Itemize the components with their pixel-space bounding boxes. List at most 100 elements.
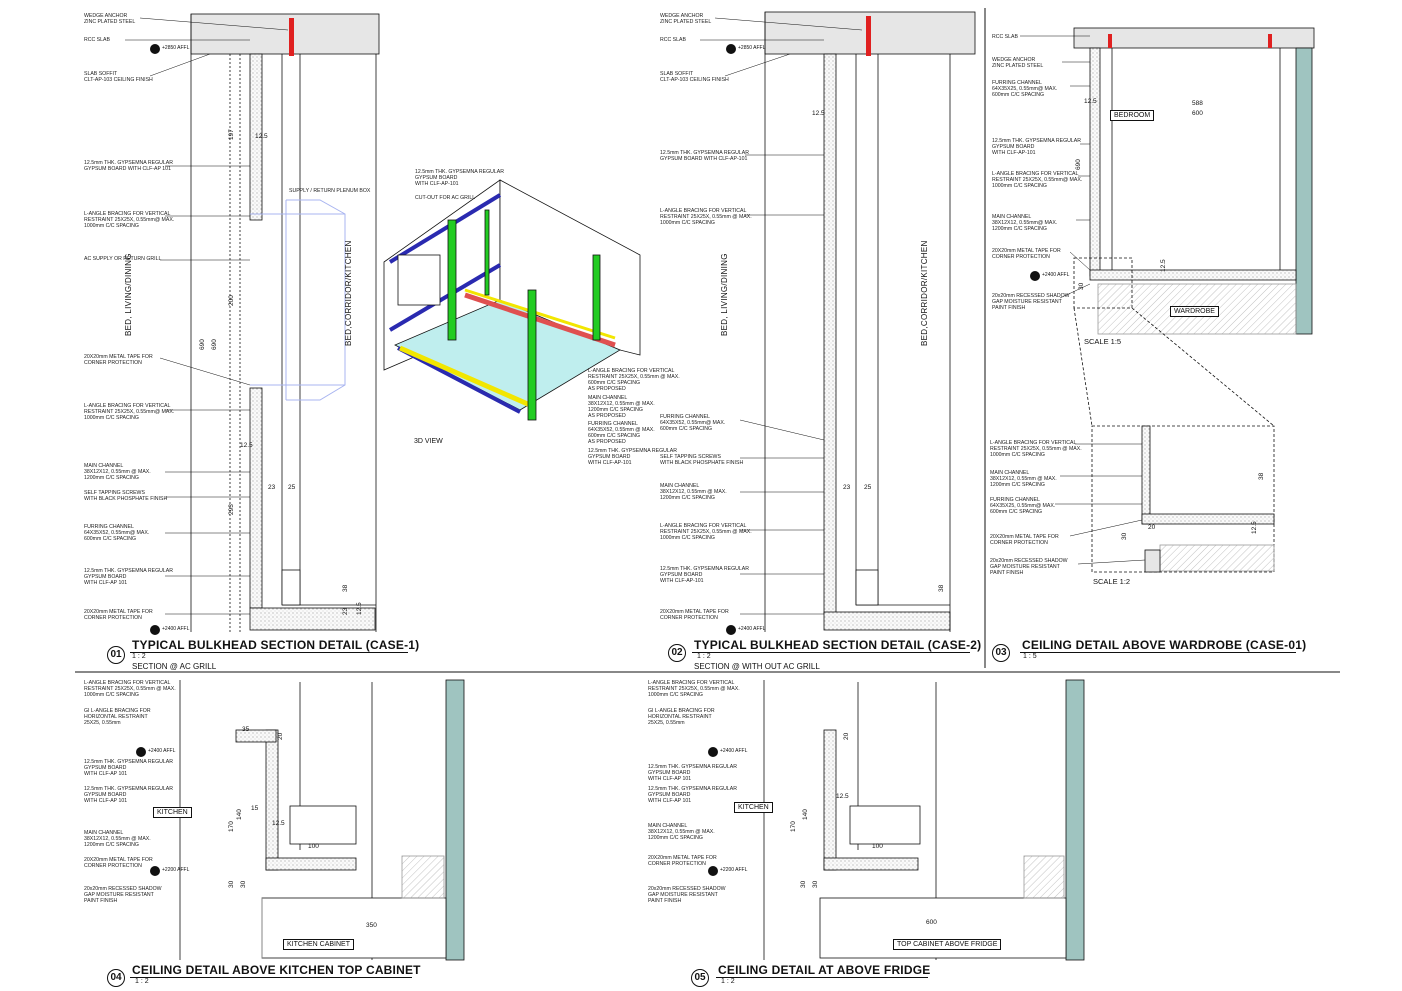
- d4-level-bottom: +2200 AFFL: [162, 867, 190, 873]
- d1-label-gypsum-board-2: 12.5mm THK. GYPSEMNA REGULAR GYPSUM BOAR…: [84, 568, 173, 586]
- d2-label-rcc-slab: RCC SLAB: [660, 37, 686, 43]
- d1-label-screws: SELF TAPPING SCREWS WITH BLACK PHOSPHATE…: [84, 490, 168, 502]
- d4-cabinet: KITCHEN CABINET: [283, 939, 355, 950]
- d2-label-gypsum-board: 12.5mm THK. GYPSEMNA REGULAR GYPSUM BOAR…: [660, 150, 749, 162]
- d5-label-gypsum-1: 12.5mm THK. GYPSEMNA REGULAR GYPSUM BOAR…: [648, 764, 737, 782]
- d3-enlarged-l-angle: L-ANGLE BRACING FOR VERTICAL RESTRAINT 2…: [990, 440, 1082, 458]
- d1-label-l-angle-1: L-ANGLE BRACING FOR VERTICAL RESTRAINT 2…: [84, 211, 175, 229]
- title-underline: [716, 977, 928, 978]
- d5-dim: 30: [800, 880, 807, 888]
- d5-label-gi-angle: GI L-ANGLE BRACING FOR HORIZONTAL RESTRA…: [648, 708, 715, 726]
- d2-label-metal-tape: 20X20mm METAL TAPE FOR CORNER PROTECTION: [660, 609, 729, 621]
- d5-dim: 170: [790, 821, 797, 832]
- d1-right-room: BED,CORRIDOR/KITCHEN: [344, 240, 353, 346]
- d1-dim: 12.5: [356, 602, 363, 615]
- d5-label-metal-tape: 20X20mm METAL TAPE FOR CORNER PROTECTION: [648, 855, 717, 867]
- d3-label-furring: FURRING CHANNEL 64X35X25, 0.55mm@ MAX. 6…: [992, 80, 1058, 98]
- d2-level-top: +2850 AFFL: [738, 45, 766, 51]
- wedge-anchor-icon: [1108, 34, 1272, 48]
- d2-left-room: BED, LIVING/DINING: [720, 253, 729, 336]
- detail-number-04: 04: [107, 969, 125, 987]
- d3-dim: 588: [1192, 100, 1203, 107]
- d1-label-slab-soffit: SLAB SOFFIT CLT-AP-103 CEILING FINISH: [84, 71, 153, 83]
- d1-dim: 200: [228, 295, 235, 306]
- d3-label-l-angle: L-ANGLE BRACING FOR VERTICAL RESTRAINT 2…: [992, 171, 1083, 189]
- d2-label-l-angle-2: L-ANGLE BRACING FOR VERTICAL RESTRAINT 2…: [660, 523, 752, 541]
- sheet-grid-lines: [75, 8, 1340, 673]
- d1-label-gypsum-board: 12.5mm THK. GYPSEMNA REGULAR GYPSUM BOAR…: [84, 160, 173, 172]
- d3-label-metal-tape: 20X20mm METAL TAPE FOR CORNER PROTECTION: [992, 248, 1061, 260]
- title-underline: [692, 652, 970, 653]
- wedge-anchor-icon: [289, 18, 294, 56]
- detail-title-05: CEILING DETAIL AT ABOVE FRIDGE: [718, 963, 931, 977]
- d4-dim: 15: [251, 805, 259, 812]
- d3-room-wardrobe: WARDROBE: [1170, 306, 1219, 317]
- d5-cabinet: TOP CABINET ABOVE FRIDGE: [893, 939, 1002, 950]
- d5-label-main-channel: MAIN CHANNEL 38X12X12, 0.55mm @ MAX. 120…: [648, 823, 715, 841]
- detail-title-01: TYPICAL BULKHEAD SECTION DETAIL (CASE-1): [132, 638, 420, 652]
- d4-dim: 170: [228, 821, 235, 832]
- iso-3d-view: [383, 179, 641, 421]
- d5-level-top: +2400 AFFL: [720, 748, 748, 754]
- d4-dim: 350: [366, 922, 377, 929]
- d3-dim: 30: [1078, 282, 1085, 290]
- d1-level-bottom: +2400 AFFL: [162, 626, 190, 632]
- d4-dim: 12.5: [272, 820, 285, 827]
- d2-label-main-channel: MAIN CHANNEL 38X12X12, 0.55mm @ MAX. 120…: [660, 483, 727, 501]
- detail-number-01: 01: [107, 646, 125, 664]
- d5-label-l-angle: L-ANGLE BRACING FOR VERTICAL RESTRAINT 2…: [648, 680, 740, 698]
- leader-lines: [125, 17, 1146, 615]
- d2-label-wedge-anchor: WEDGE ANCHOR ZINC PLATED STEEL: [660, 13, 712, 25]
- d4-dim: 30: [240, 880, 247, 888]
- d5-dim: 100: [872, 843, 883, 850]
- d1-plenum-label: SUPPLY / RETURN PLENUM BOX: [289, 188, 371, 194]
- detail-subtitle-01: SECTION @ AC GRILL: [132, 662, 217, 671]
- detail-title-02: TYPICAL BULKHEAD SECTION DETAIL (CASE-2): [694, 638, 982, 652]
- d4-dim: 30: [228, 880, 235, 888]
- d4-label-metal-tape: 20X20mm METAL TAPE FOR CORNER PROTECTION: [84, 857, 153, 869]
- d4-dim: 100: [308, 843, 319, 850]
- d1-dim: 23: [268, 484, 276, 491]
- d4-label-gypsum-1: 12.5mm THK. GYPSEMNA REGULAR GYPSUM BOAR…: [84, 759, 173, 777]
- detail-subtitle-02: SECTION @ WITH OUT AC GRILL: [694, 662, 820, 671]
- d4-dim: 20: [277, 732, 284, 740]
- d5-dim: 140: [802, 809, 809, 820]
- d1-dim: 690: [211, 339, 218, 350]
- d3-dim: 12.5: [1084, 98, 1097, 105]
- d5-label-shadow-gap: 20x20mm RECESSED SHADOW GAP MOISTURE RES…: [648, 886, 726, 904]
- d1-dim: 197: [228, 129, 235, 140]
- detail-scale-03: 1 : 5: [1023, 653, 1037, 660]
- d1-label-ac-grill: AC SUPPLY OR RETURN GRILL: [84, 256, 162, 262]
- d1-dim: 23: [342, 607, 349, 615]
- detail-scale-01: 1 : 2: [132, 653, 146, 660]
- d2-level-bottom: +2400 AFFL: [738, 626, 766, 632]
- d4-level-top: +2400 AFFL: [148, 748, 176, 754]
- d3-scale-a: SCALE 1:5: [1084, 337, 1122, 346]
- level-marker-icon: [150, 625, 160, 635]
- d5-label-gypsum-2: 12.5mm THK. GYPSEMNA REGULAR GYPSUM BOAR…: [648, 786, 737, 804]
- d3-scale-b: SCALE 1:2: [1093, 577, 1131, 586]
- d4-label-main-channel: MAIN CHANNEL 38X12X12, 0.55mm @ MAX. 120…: [84, 830, 151, 848]
- level-marker-icon: [708, 747, 718, 757]
- d1-dim: 690: [199, 339, 206, 350]
- d1-left-room: BED, LIVING/DINING: [124, 253, 133, 336]
- detail-number-02: 02: [668, 644, 686, 662]
- detail-04-drawing: [179, 679, 465, 961]
- detail-number-05: 05: [691, 969, 709, 987]
- detail-scale-05: 1 : 2: [721, 978, 735, 985]
- d3-level: +2400 AFFL: [1042, 272, 1070, 278]
- d1-label-wedge-anchor: WEDGE ANCHOR ZINC PLATED STEEL: [84, 13, 136, 25]
- detail-03-drawing: [1073, 27, 1315, 573]
- d3-enlarged-main-channel: MAIN CHANNEL 38X12X12, 0.55mm @ MAX. 120…: [990, 470, 1057, 488]
- d3-label-main-channel: MAIN CHANNEL 38X12X12, 0.55mm@ MAX. 1200…: [992, 214, 1058, 232]
- d1-dim: 38: [342, 584, 349, 592]
- d1-label-main-channel: MAIN CHANNEL 38X12X12, 0.55mm @ MAX. 120…: [84, 463, 151, 481]
- d1-level-top: +2850 AFFL: [162, 45, 190, 51]
- d4-room-kitchen: KITCHEN: [153, 807, 192, 818]
- d2-dim: 23: [843, 484, 851, 491]
- d4-label-gi-angle: GI L-ANGLE BRACING FOR HORIZONTAL RESTRA…: [84, 708, 151, 726]
- detail-title-04: CEILING DETAIL ABOVE KITCHEN TOP CABINET: [132, 963, 421, 977]
- d3-dim: 690: [1075, 159, 1082, 170]
- detail-number-03: 03: [992, 644, 1010, 662]
- d1-dim: 293: [228, 504, 235, 515]
